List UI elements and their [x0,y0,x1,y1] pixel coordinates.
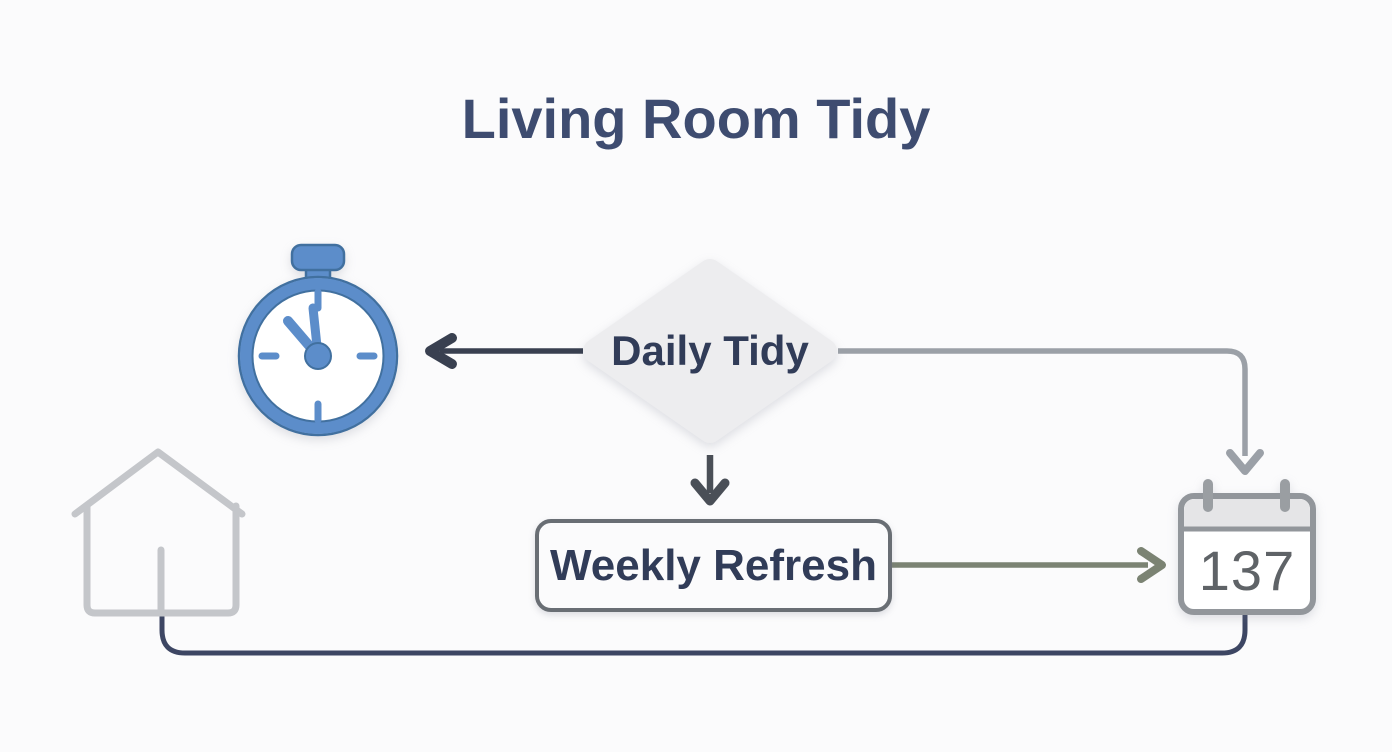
connector-house-to-calendar [159,613,1248,656]
stopwatch-icon [237,243,399,437]
node-weekly-refresh-label: Weekly Refresh [550,540,877,590]
arrow-daily-to-timer [425,333,583,369]
arrow-daily-to-weekly [690,455,730,506]
arrow-daily-to-calendar [838,348,1264,475]
arrow-weekly-to-calendar [892,547,1166,583]
calendar-icon [1178,479,1316,615]
page-title: Living Room Tidy [461,87,931,150]
daily-tidy-diamond [583,259,837,443]
node-weekly-refresh: Weekly Refresh [535,519,892,612]
house-icon [71,448,246,617]
calendar-day-number: 137 [1198,538,1296,602]
node-daily-tidy-label: Daily Tidy [611,327,809,374]
